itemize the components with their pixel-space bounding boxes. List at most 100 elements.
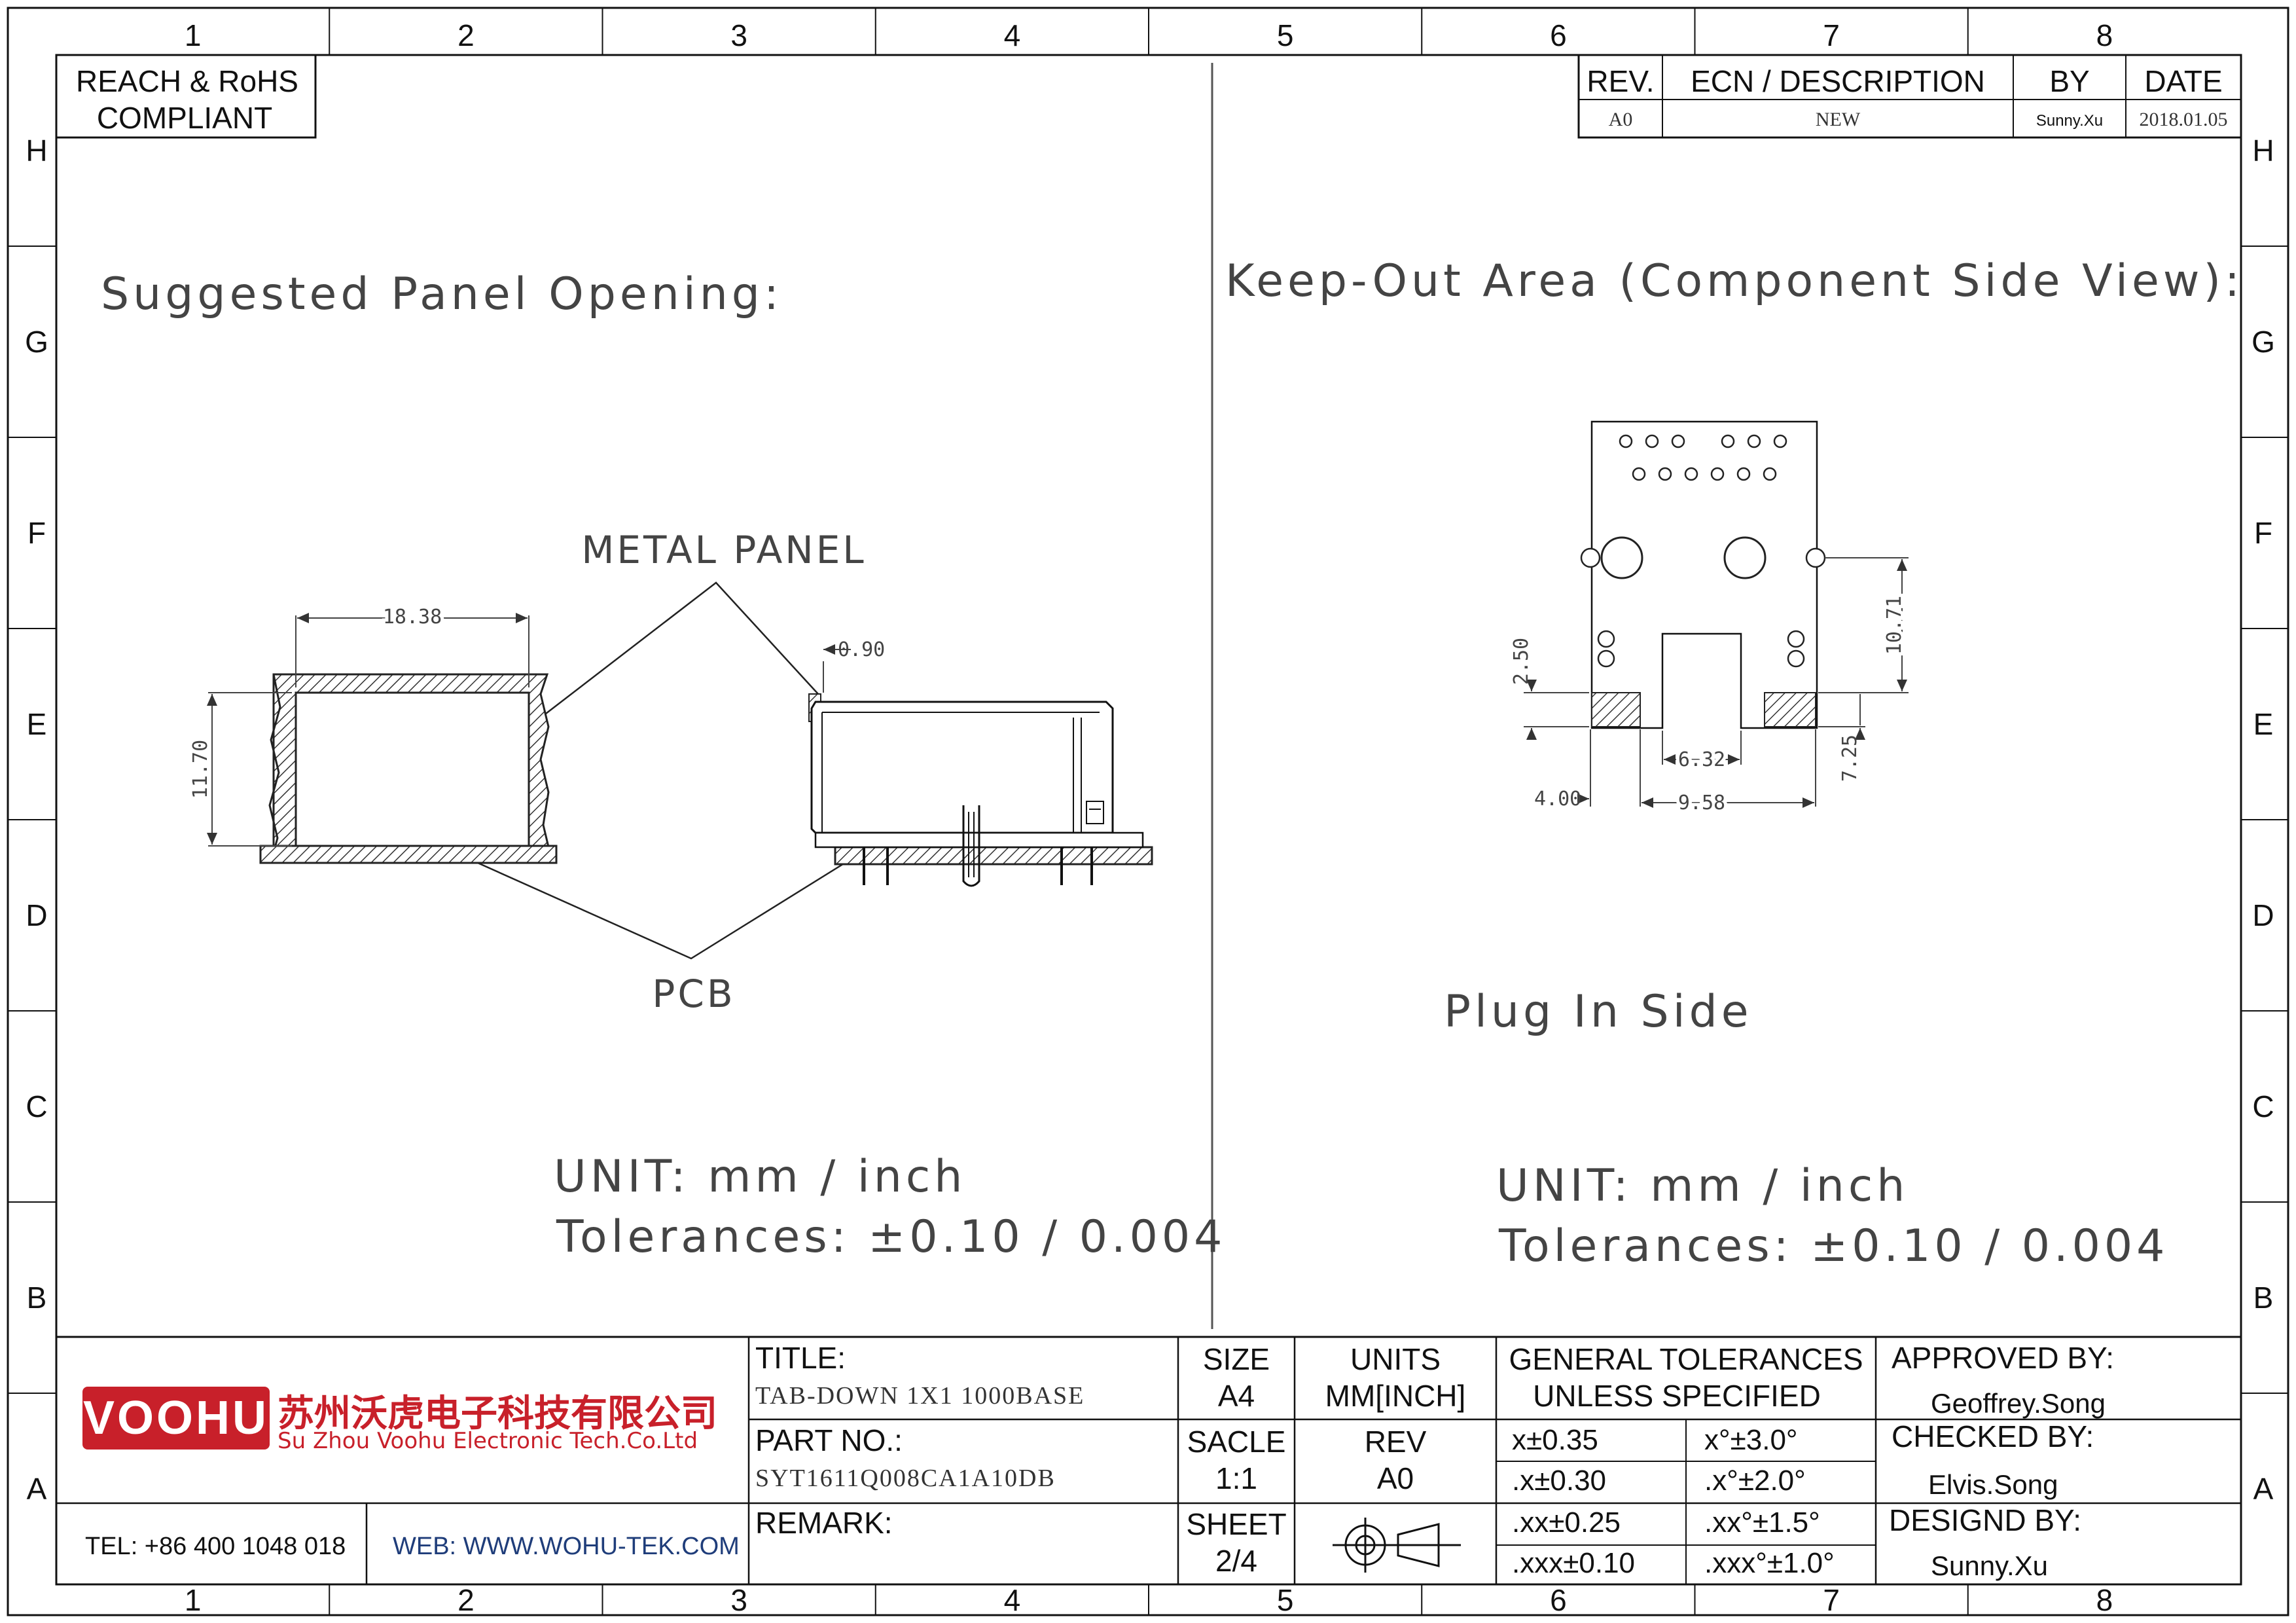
part-value: SYT1611Q008CA1A10DB [755,1465,1056,1492]
right-heading: Keep-Out Area (Component Side View): [1225,255,2244,307]
revision-table: REV. ECN / DESCRIPTION BY DATE A0 NEW Su… [1577,54,2242,139]
size-label: SIZE [1203,1342,1270,1376]
gt-line1: GENERAL TOLERANCES [1509,1342,1863,1376]
zone-column-bottom-5: 5 [1277,1583,1294,1617]
rev-header-by: BY [2049,64,2089,98]
tolerance-angular: .xx°±1.5° [1704,1506,1820,1539]
left-view: Suggested Panel Opening: 18.38 11.70 MET… [101,268,1226,1263]
zone-column-bottom-4: 4 [1004,1583,1021,1617]
title-value: TAB-DOWN 1X1 1000BASE [755,1382,1085,1410]
keep-out-footprint [1580,420,1826,729]
zone-row-right-F: F [2254,516,2272,550]
tolerance-linear: x±0.35 [1512,1424,1598,1456]
left-unit-line: UNIT: mm / inch [554,1151,966,1203]
pin-hole [1619,434,1633,448]
zone-row-right-B: B [2253,1281,2274,1315]
gt-line2: UNLESS SPECIFIED [1533,1379,1821,1413]
zone-column-bottom-7: 7 [1823,1583,1840,1617]
connector-side-view: 0.90 [808,638,1153,887]
tolerance-angular: .xxx°±1.0° [1704,1547,1835,1579]
zone-row-right-C: C [2252,1089,2274,1123]
rev-value: A0 [1377,1461,1414,1495]
rev-label: REV [1365,1425,1427,1459]
title-label: TITLE: [755,1341,846,1375]
left-tolerance-line: Tolerances: ±0.10 / 0.004 [556,1211,1226,1263]
size-value: A4 [1218,1379,1255,1413]
compliance-line2: COMPLIANT [97,101,272,135]
zone-row-left-G: G [25,325,48,359]
checked-label: CHECKED BY: [1892,1419,2094,1453]
dim-10-71: 10.71 [1883,596,1906,655]
pin-hole [1763,467,1777,481]
pcb-label: PCB [652,972,735,1016]
voohu-logo-badge [82,1387,270,1450]
shield-pin-left [1580,547,1601,568]
rev-value-description: NEW [1816,109,1861,130]
zone-column-top-5: 5 [1277,18,1294,52]
mount-hole-left [1600,536,1643,579]
pcb-section [259,845,558,864]
pin-hole [1721,434,1735,448]
pin-holes [1619,434,1787,481]
tolerance-linear: .xx±0.25 [1512,1506,1621,1539]
rev-value-rev: A0 [1609,109,1633,130]
sheet-value: 2/4 [1215,1544,1257,1578]
zone-row-left-C: C [26,1089,47,1123]
dim-2-50: 2.50 [1510,638,1533,685]
scale-value: 1:1 [1215,1461,1257,1495]
tolerance-linear: .x±0.30 [1512,1465,1606,1497]
pin-hole [1736,467,1751,481]
rev-value-by: Sunny.Xu [2036,112,2103,130]
designed-label: DESIGND BY: [1889,1503,2081,1537]
right-tolerance-line: Tolerances: ±0.10 / 0.004 [1498,1220,2168,1272]
dim-7-25: 7.25 [1839,735,1861,782]
rev-header-description: ECN / DESCRIPTION [1691,64,1985,98]
approved-label: APPROVED BY: [1892,1341,2114,1375]
zone-column-bottom-6: 6 [1550,1583,1567,1617]
zone-column-top-6: 6 [1550,18,1567,52]
pin-hole [1684,467,1698,481]
third-angle-projection-icon [1333,1518,1461,1573]
dim-4-00: 4.00 [1534,788,1581,811]
zone-row-left-H: H [26,134,47,168]
compliance-box: REACH & RoHS COMPLIANT [55,54,317,139]
dim-width: 18.38 [383,606,442,629]
pin-hole [1658,467,1672,481]
zone-row-left-D: D [26,898,47,932]
zone-row-right-H: H [2252,134,2274,168]
title-block: VOOHU 苏州沃虎电子科技有限公司 Su Zhou Voohu Electro… [55,1336,2242,1586]
zone-row-left-A: A [27,1472,47,1506]
tolerance-linear: .xxx±0.10 [1512,1547,1635,1579]
left-heading: Suggested Panel Opening: [101,268,783,320]
dim-9-58: 9.58 [1678,792,1725,814]
zone-column-top-7: 7 [1823,18,1840,52]
company-name-en: Su Zhou Voohu Electronic Tech.Co.Ltd [278,1428,698,1454]
pin-hole [1773,434,1787,448]
zone-row-right-D: D [2252,898,2274,932]
zone-row-left-F: F [27,516,46,550]
shield-pin-right [1805,547,1826,568]
pin-hole [1632,467,1646,481]
company-name-cn: 苏州沃虎电子科技有限公司 [278,1393,717,1435]
part-label: PART NO.: [755,1423,903,1457]
zone-column-top-4: 4 [1004,18,1021,52]
pin-hole [1747,434,1761,448]
designed-value: Sunny.Xu [1931,1550,2048,1581]
sheet-label: SHEET [1186,1507,1286,1541]
dim-6-32: 6.32 [1678,748,1725,771]
zone-column-bottom-8: 8 [2096,1583,2113,1617]
zone-row-left-B: B [27,1281,47,1315]
compliance-line1: REACH & RoHS [76,64,298,98]
zone-row-right-E: E [2253,707,2274,741]
plug-in-side-label: Plug In Side [1444,986,1753,1038]
pin-hole [1645,434,1659,448]
voohu-logo-text: VOOHU [83,1392,269,1444]
zone-column-top-3: 3 [730,18,747,52]
zone-column-bottom-1: 1 [185,1583,202,1617]
approved-value: Geoffrey.Song [1931,1388,2106,1419]
metal-panel-section [272,673,551,854]
right-view: Keep-Out Area (Component Side View): 10.… [1225,255,2244,1272]
